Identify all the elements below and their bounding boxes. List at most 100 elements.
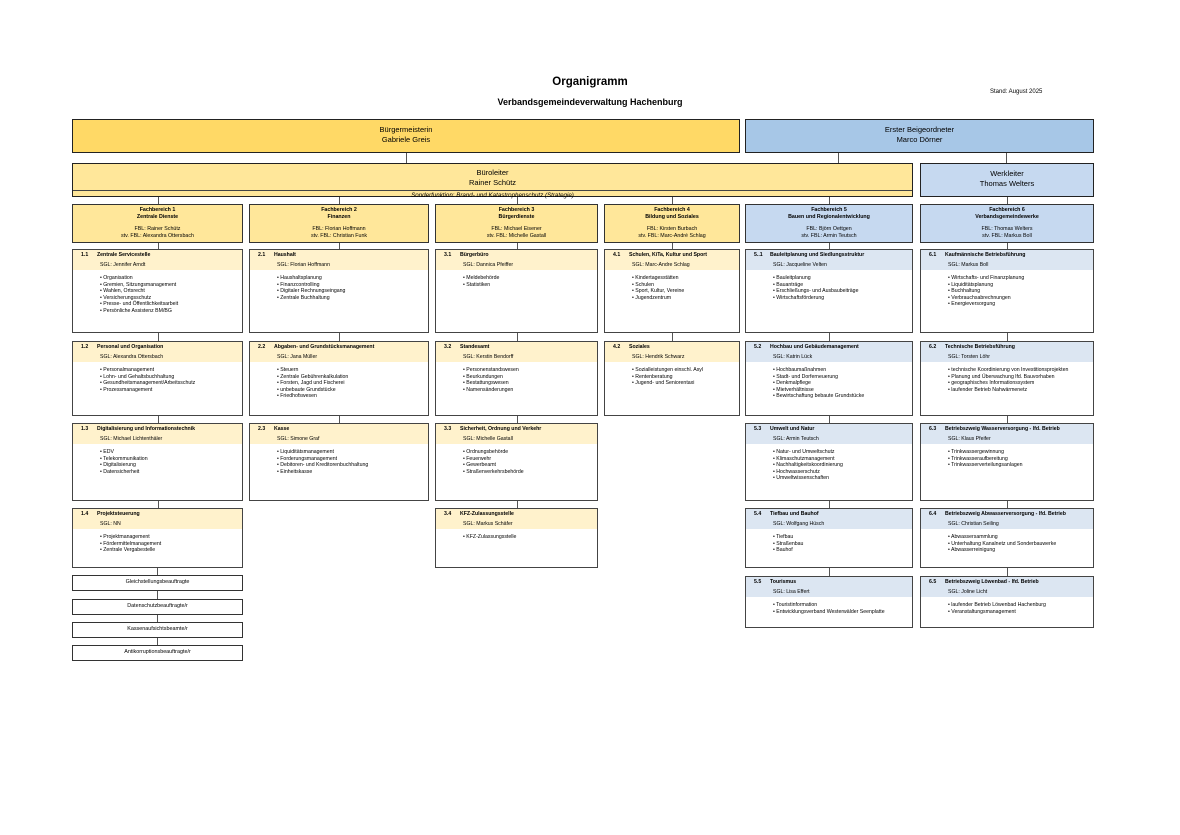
- department-title: Personal und Organisation: [97, 344, 164, 350]
- task-item: Straßenverkehrsbehörde: [463, 469, 597, 476]
- task-item: Digitaler Rechnungseingang: [277, 288, 428, 295]
- department-title: Betriebszweig Abwasserversorgung - lfd. …: [945, 511, 1066, 517]
- task-item: Verbrauchsabrechnungen: [948, 295, 1093, 302]
- fachbereich-title: Bildung und Soziales: [645, 214, 699, 220]
- task-item: Unterhaltung Kanalnetz und Sonderbauwerk…: [948, 541, 1093, 548]
- fachbereich-number: Fachbereich 1: [139, 207, 176, 213]
- department-title: Umwelt und Natur: [770, 426, 815, 432]
- task-item: Umweltwissenschaften: [773, 475, 912, 482]
- task-item: Versicherungsschutz: [100, 295, 242, 302]
- department-title: Betriebszweig Wasserversorgung - lfd. Be…: [945, 426, 1060, 432]
- staff-position: Kassenaufsichtsbeamte/r: [72, 622, 243, 638]
- task-item: Namensänderungen: [463, 387, 597, 394]
- department-title: Sicherheit, Ordnung und Verkehr: [460, 426, 542, 432]
- works-box: Werkleiter Thomas Welters: [920, 163, 1094, 197]
- department-number: 6.3: [929, 426, 937, 432]
- task-item: Mietverhältnisse: [773, 387, 912, 394]
- works-role: Werkleiter: [990, 169, 1024, 178]
- connector: [516, 416, 518, 423]
- task-item: Touristinformation: [773, 602, 912, 609]
- task-item: Bauleitplanung: [773, 275, 912, 282]
- department-number: 1.4: [81, 511, 89, 517]
- department-header: 3.3 Sicherheit, Ordnung und Verkehr: [436, 424, 597, 436]
- task-item: Tiefbau: [773, 534, 912, 541]
- department-tasks: MeldebehördeStatistiken: [436, 275, 597, 288]
- department-header: 6.3 Betriebszweig Wasserversorgung - lfd.…: [921, 424, 1093, 436]
- fachbereich-title: Verbandsgemeindewerke: [975, 214, 1039, 220]
- works-name: Thomas Welters: [979, 179, 1035, 188]
- department-title: Soziales: [629, 344, 650, 350]
- department-number: 5.5: [754, 579, 762, 585]
- department-number: 3.4: [444, 511, 452, 517]
- department-title: Abgaben- und Grundstücksmanagement: [274, 344, 375, 350]
- task-item: Forsten, Jagd und Fischerei: [277, 380, 428, 387]
- task-item: Energieversorgung: [948, 301, 1093, 308]
- department-tasks: PersonenstandswesenBeurkundungenBestattu…: [436, 367, 597, 393]
- task-item: laufender Betrieb Nahwärmenetz: [948, 387, 1093, 394]
- connector: [1007, 568, 1008, 576]
- department-number: 2.2: [258, 344, 266, 350]
- department-leader: SGL: Katrin Lück: [746, 354, 912, 362]
- connector: [157, 243, 159, 249]
- department-leader: SGL: Christian Seiling: [921, 521, 1093, 529]
- department-leader: SGL: Michelle Gastall: [436, 436, 597, 444]
- task-item: Bauhof: [773, 547, 912, 554]
- task-item: Denkmalpflege: [773, 380, 912, 387]
- task-item: Lohn- und Gehaltsbuchhaltung: [100, 374, 242, 381]
- connector: [829, 568, 830, 576]
- task-item: Liquiditätsmanagement: [277, 449, 428, 456]
- department-tasks: BauleitplanungBauanträgeErschließungs- u…: [746, 275, 912, 301]
- connector: [157, 501, 159, 508]
- fachbereich-leader: FBL: Michael Eisener: [491, 226, 542, 232]
- connector: [339, 333, 340, 341]
- task-item: Buchhaltung: [948, 288, 1093, 295]
- connector: [672, 333, 673, 341]
- department-leader: SGL: Hendrik Schwarz: [605, 354, 739, 362]
- task-item: Bewirtschaftung bebaute Grundstücke: [773, 393, 912, 400]
- connector: [339, 416, 340, 423]
- department-title: Hochbau und Gebäudemanagement: [770, 344, 859, 350]
- department-leader: SGL: Marc-Andre Schlag: [605, 262, 739, 270]
- task-item: Steuern: [277, 367, 428, 374]
- connector: [1007, 416, 1008, 423]
- fachbereich-deputy: stv. FBL: Markus Boll: [982, 233, 1032, 239]
- department-number: 3.3: [444, 426, 452, 432]
- department-title: Kasse: [274, 426, 290, 432]
- connector: [157, 591, 158, 599]
- connector: [157, 416, 159, 423]
- department-leader: SGL: NN: [73, 521, 242, 529]
- department-title: Zentrale Servicestelle: [97, 252, 151, 258]
- task-item: Statistiken: [463, 282, 597, 289]
- task-item: Beurkundungen: [463, 374, 597, 381]
- mayor-role: Bürgermeisterin: [379, 125, 433, 134]
- task-item: Projektmanagement: [100, 534, 242, 541]
- task-item: technische Koordinierung von Investition…: [948, 367, 1093, 374]
- task-item: Hochbaumaßnahmen: [773, 367, 912, 374]
- task-item: Entwicklungsverband Westerwälder Seenpla…: [773, 609, 912, 616]
- department-leader: SGL: Alexandra Ottersbach: [73, 354, 242, 362]
- connector: [838, 153, 839, 163]
- task-item: Datensicherheit: [100, 469, 242, 476]
- department-number: 5.3: [754, 426, 762, 432]
- department-leader: SGL: Dannica Pfeiffer: [436, 262, 597, 270]
- staff-position: Antikorruptionsbeauftragte/r: [72, 645, 243, 661]
- department-title: Technische Betriebsführung: [945, 344, 1015, 350]
- connector: [516, 243, 518, 249]
- fachbereich-leader: FBL: Florian Hoffmann: [312, 226, 366, 232]
- department-leader: SGL: Joline Licht: [921, 589, 1093, 597]
- department-leader: SGL: Kerstin Bendorff: [436, 354, 597, 362]
